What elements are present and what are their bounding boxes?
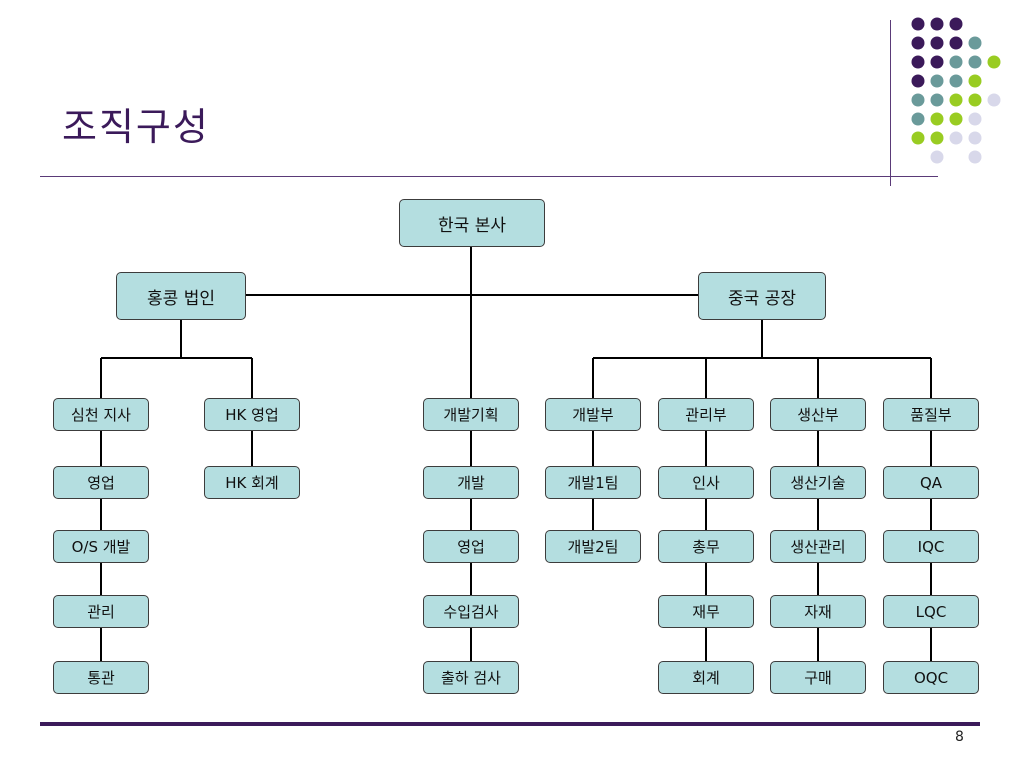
title-divider <box>40 176 938 177</box>
decorative-dot <box>968 131 982 145</box>
node-dept-dev-sub: 개발2팀 <box>545 530 641 563</box>
node-dept-quality: 품질부 <box>883 398 979 431</box>
node-dev-planning-sub: 영업 <box>423 530 519 563</box>
node-dept-admin-sub: 총무 <box>658 530 754 563</box>
node-dev-planning: 개발기획 <box>423 398 519 431</box>
decorative-dot <box>968 36 982 50</box>
node-shenzhen: 심천 지사 <box>53 398 149 431</box>
node-dept-quality-sub: OQC <box>883 661 979 694</box>
node-dept-production-sub: 생산기술 <box>770 466 866 499</box>
node-hk-corp: 홍콩 법인 <box>116 272 246 320</box>
decorative-dot <box>949 93 963 107</box>
page-number: 8 <box>955 729 964 745</box>
decorative-dot <box>968 150 982 164</box>
decorative-dot <box>911 93 925 107</box>
decorative-dot <box>968 112 982 126</box>
decorative-dot <box>911 112 925 126</box>
decorative-dot <box>949 131 963 145</box>
footer-divider <box>40 722 980 726</box>
decorative-dot <box>930 17 944 31</box>
decorative-dot <box>911 36 925 50</box>
decorative-dot <box>930 112 944 126</box>
node-shenzhen-sub: 관리 <box>53 595 149 628</box>
node-dev-planning-sub: 개발 <box>423 466 519 499</box>
decorative-dot <box>911 131 925 145</box>
decorative-dot <box>949 17 963 31</box>
node-shenzhen-sub: 통관 <box>53 661 149 694</box>
decorative-dot <box>930 150 944 164</box>
decorative-dot <box>930 36 944 50</box>
node-hq: 한국 본사 <box>399 199 545 247</box>
node-dept-dev-sub: 개발1팀 <box>545 466 641 499</box>
node-dept-production-sub: 자재 <box>770 595 866 628</box>
decorative-dot <box>949 55 963 69</box>
node-hk-sales: HK 영업 <box>204 398 300 431</box>
node-dept-dev: 개발부 <box>545 398 641 431</box>
node-dev-planning-sub: 출하 검사 <box>423 661 519 694</box>
decorative-dot <box>930 93 944 107</box>
decorative-dot <box>949 112 963 126</box>
decorative-dot <box>949 36 963 50</box>
node-dept-production-sub: 생산관리 <box>770 530 866 563</box>
decorative-dot <box>930 74 944 88</box>
node-dept-quality-sub: IQC <box>883 530 979 563</box>
node-dept-admin-sub: 재무 <box>658 595 754 628</box>
slide-title: 조직구성 <box>62 105 210 149</box>
decorative-dot <box>968 74 982 88</box>
node-dept-production-sub: 구매 <box>770 661 866 694</box>
decorative-dot <box>987 55 1001 69</box>
corner-divider <box>890 20 891 186</box>
node-hk-sales-sub: HK 회계 <box>204 466 300 499</box>
decorative-dot <box>911 17 925 31</box>
node-dev-planning-sub: 수입검사 <box>423 595 519 628</box>
node-dept-production: 생산부 <box>770 398 866 431</box>
decorative-dot <box>968 55 982 69</box>
decorative-dot <box>911 74 925 88</box>
node-shenzhen-sub: 영업 <box>53 466 149 499</box>
decorative-dot <box>930 55 944 69</box>
decorative-dot <box>911 55 925 69</box>
node-dept-admin: 관리부 <box>658 398 754 431</box>
node-shenzhen-sub: O/S 개발 <box>53 530 149 563</box>
decorative-dot <box>949 74 963 88</box>
decorative-dot <box>968 93 982 107</box>
node-dept-admin-sub: 인사 <box>658 466 754 499</box>
node-china-factory: 중국 공장 <box>698 272 826 320</box>
node-dept-admin-sub: 회계 <box>658 661 754 694</box>
decorative-dot <box>987 93 1001 107</box>
decorative-dot <box>930 131 944 145</box>
node-dept-quality-sub: LQC <box>883 595 979 628</box>
node-dept-quality-sub: QA <box>883 466 979 499</box>
